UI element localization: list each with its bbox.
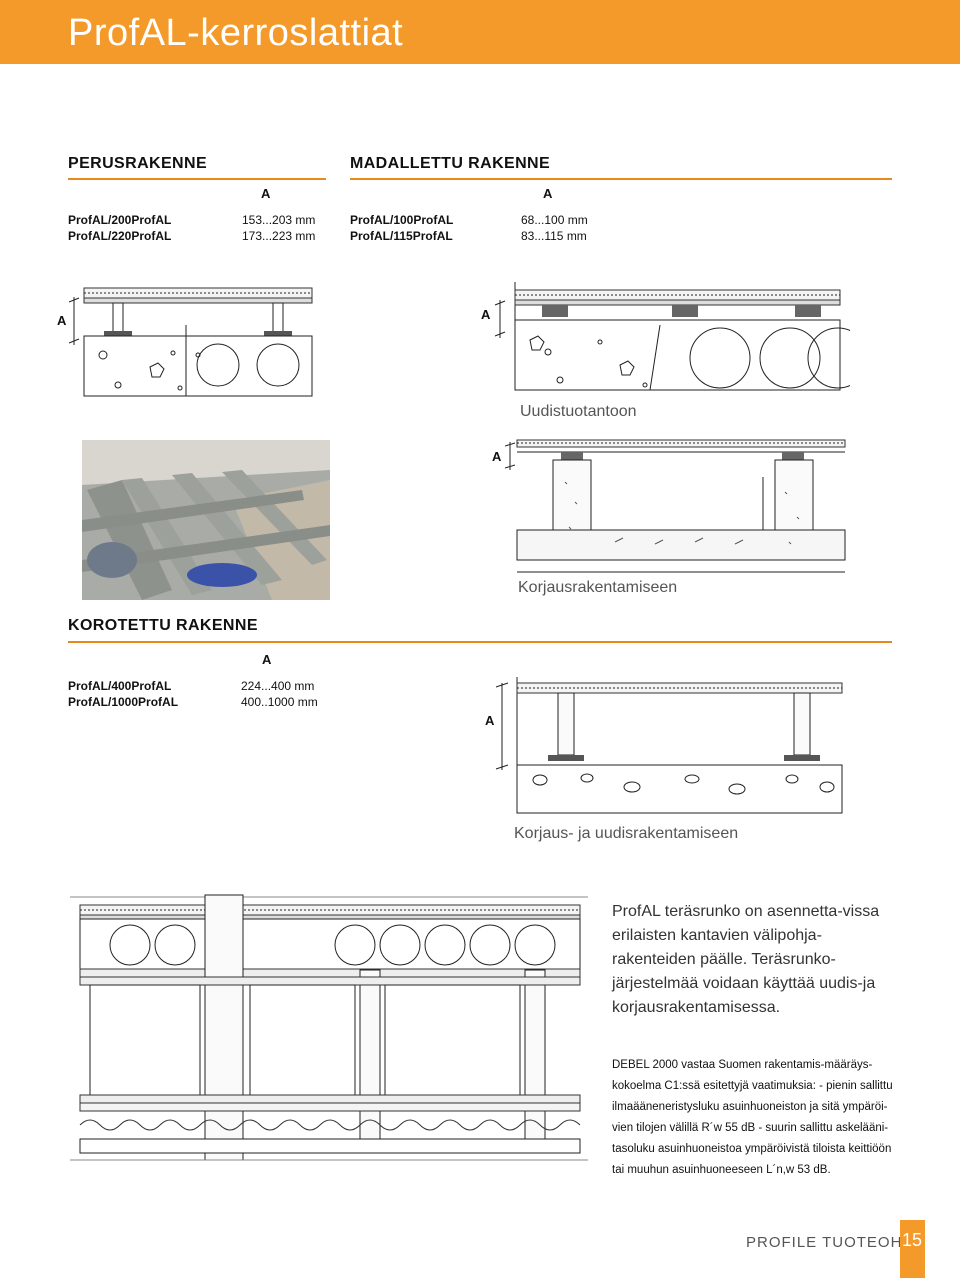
perus-row-value: 153...203 mm xyxy=(242,213,316,227)
footer-brand: PROFILE TUOTEOHJE xyxy=(746,1234,922,1251)
korot-row-value: 224...400 mm xyxy=(241,679,315,693)
madallettu-diagram xyxy=(494,282,850,391)
dim-label-a: A xyxy=(492,449,502,464)
madal-rule xyxy=(350,178,892,180)
korot-row-value: 400..1000 mm xyxy=(241,695,318,709)
dim-label-a: A xyxy=(57,313,67,328)
madal-row-value: 68...100 mm xyxy=(521,213,588,227)
madal-title: MADALLETTU RAKENNE xyxy=(350,155,551,172)
madal-row-value: 83...115 mm xyxy=(521,229,587,243)
korot-row-name: ProfAL/1000ProfAL xyxy=(68,695,179,709)
madal-row-name: ProfAL/100ProfAL xyxy=(350,213,454,227)
korot-title: KOROTETTU RAKENNE xyxy=(68,617,258,634)
plan-drawing xyxy=(70,894,588,1161)
korot-rule xyxy=(68,641,892,643)
perus-row-name: ProfAL/200ProfAL xyxy=(68,213,172,227)
caption-repair: Korjausrakentamiseen xyxy=(518,579,678,596)
madal-row-name: ProfAL/115ProfAL xyxy=(350,229,453,243)
korotettu-diagram xyxy=(495,677,843,814)
page-number-box xyxy=(900,1220,925,1278)
dim-label-a: A xyxy=(485,713,495,728)
korjaus-diagram xyxy=(505,439,846,573)
perus-rule xyxy=(68,178,326,180)
madal-col-a: A xyxy=(543,186,553,201)
perus-title: PERUSRAKENNE xyxy=(68,155,208,172)
page-title: ProfAL-kerroslattiat xyxy=(68,12,404,54)
page-number: 15 xyxy=(902,1230,923,1250)
caption-both: Korjaus- ja uudisrakentamiseen xyxy=(514,825,739,842)
steel-frame-photo xyxy=(82,440,330,600)
korot-col-a: A xyxy=(262,652,272,667)
korot-row-name: ProfAL/400ProfAL xyxy=(68,679,172,693)
header-bar xyxy=(0,0,960,64)
perus-row-value: 173...223 mm xyxy=(242,229,316,243)
regulation-note: DEBEL 2000 vastaa Suomen rakentamis-määr… xyxy=(612,1059,893,1176)
dim-label-a: A xyxy=(481,307,491,322)
perus-col-a: A xyxy=(261,186,271,201)
description-paragraph: ProfAL teräsrunko on asennetta-vissa eri… xyxy=(612,903,880,1016)
caption-new: Uudistuotantoon xyxy=(520,403,637,420)
perusrakenne-diagram xyxy=(68,287,313,397)
perus-row-name: ProfAL/220ProfAL xyxy=(68,229,172,243)
